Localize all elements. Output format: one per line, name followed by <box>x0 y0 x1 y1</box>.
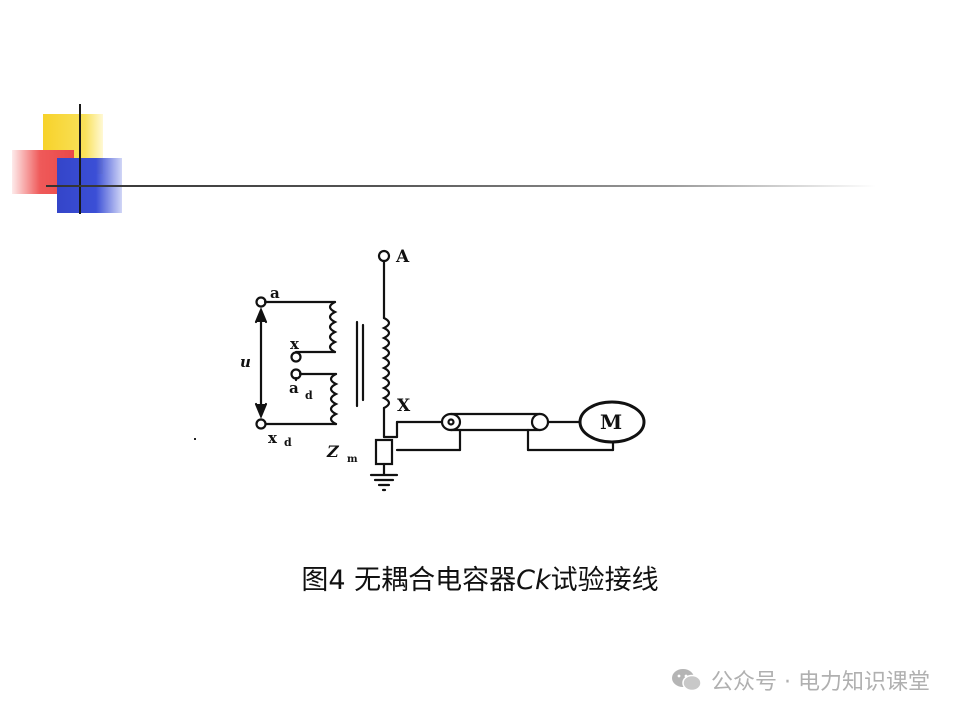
terminal-x <box>290 351 302 363</box>
diagram-labels: A X a x a d x d u Z m M <box>240 247 622 465</box>
hv-winding <box>381 316 391 410</box>
coax-end-left <box>440 412 462 432</box>
decor-horizontal-rule <box>46 185 876 187</box>
label-xd: x <box>268 429 278 447</box>
caption-suffix: 试验接线 <box>550 565 659 596</box>
label-X: X <box>397 396 411 416</box>
label-Zm-sub: m <box>347 454 358 465</box>
label-xd-sub: d <box>284 436 292 449</box>
label-ad-sub: d <box>305 389 313 402</box>
label-x: x <box>290 335 300 353</box>
watermark-text: 公众号 · 电力知识课堂 <box>711 670 930 695</box>
terminal-A <box>377 249 391 263</box>
lv-winding-upper <box>328 300 338 354</box>
watermark: 公众号 · 电力知识课堂 <box>671 664 930 696</box>
label-u: u <box>240 353 251 371</box>
meter-M <box>578 400 646 444</box>
label-M: M <box>600 410 622 434</box>
terminal-xd <box>255 418 267 430</box>
label-a: a <box>270 284 280 302</box>
label-Zm: Z <box>326 442 340 461</box>
label-A: A <box>395 247 410 267</box>
decor-vertical-line <box>79 104 81 214</box>
label-ad: a <box>289 379 299 397</box>
coax-end-right <box>530 412 550 432</box>
caption-symbol: Ck <box>516 565 551 596</box>
wechat-icon <box>672 669 702 692</box>
caption-prefix: 图4 无耦合电容器 <box>301 565 517 596</box>
lv-winding-lower <box>329 372 339 426</box>
impedance-Zm <box>374 438 394 466</box>
figure-caption: 图4 无耦合电容器Ck试验接线 <box>0 558 960 597</box>
stray-dot <box>194 438 196 440</box>
